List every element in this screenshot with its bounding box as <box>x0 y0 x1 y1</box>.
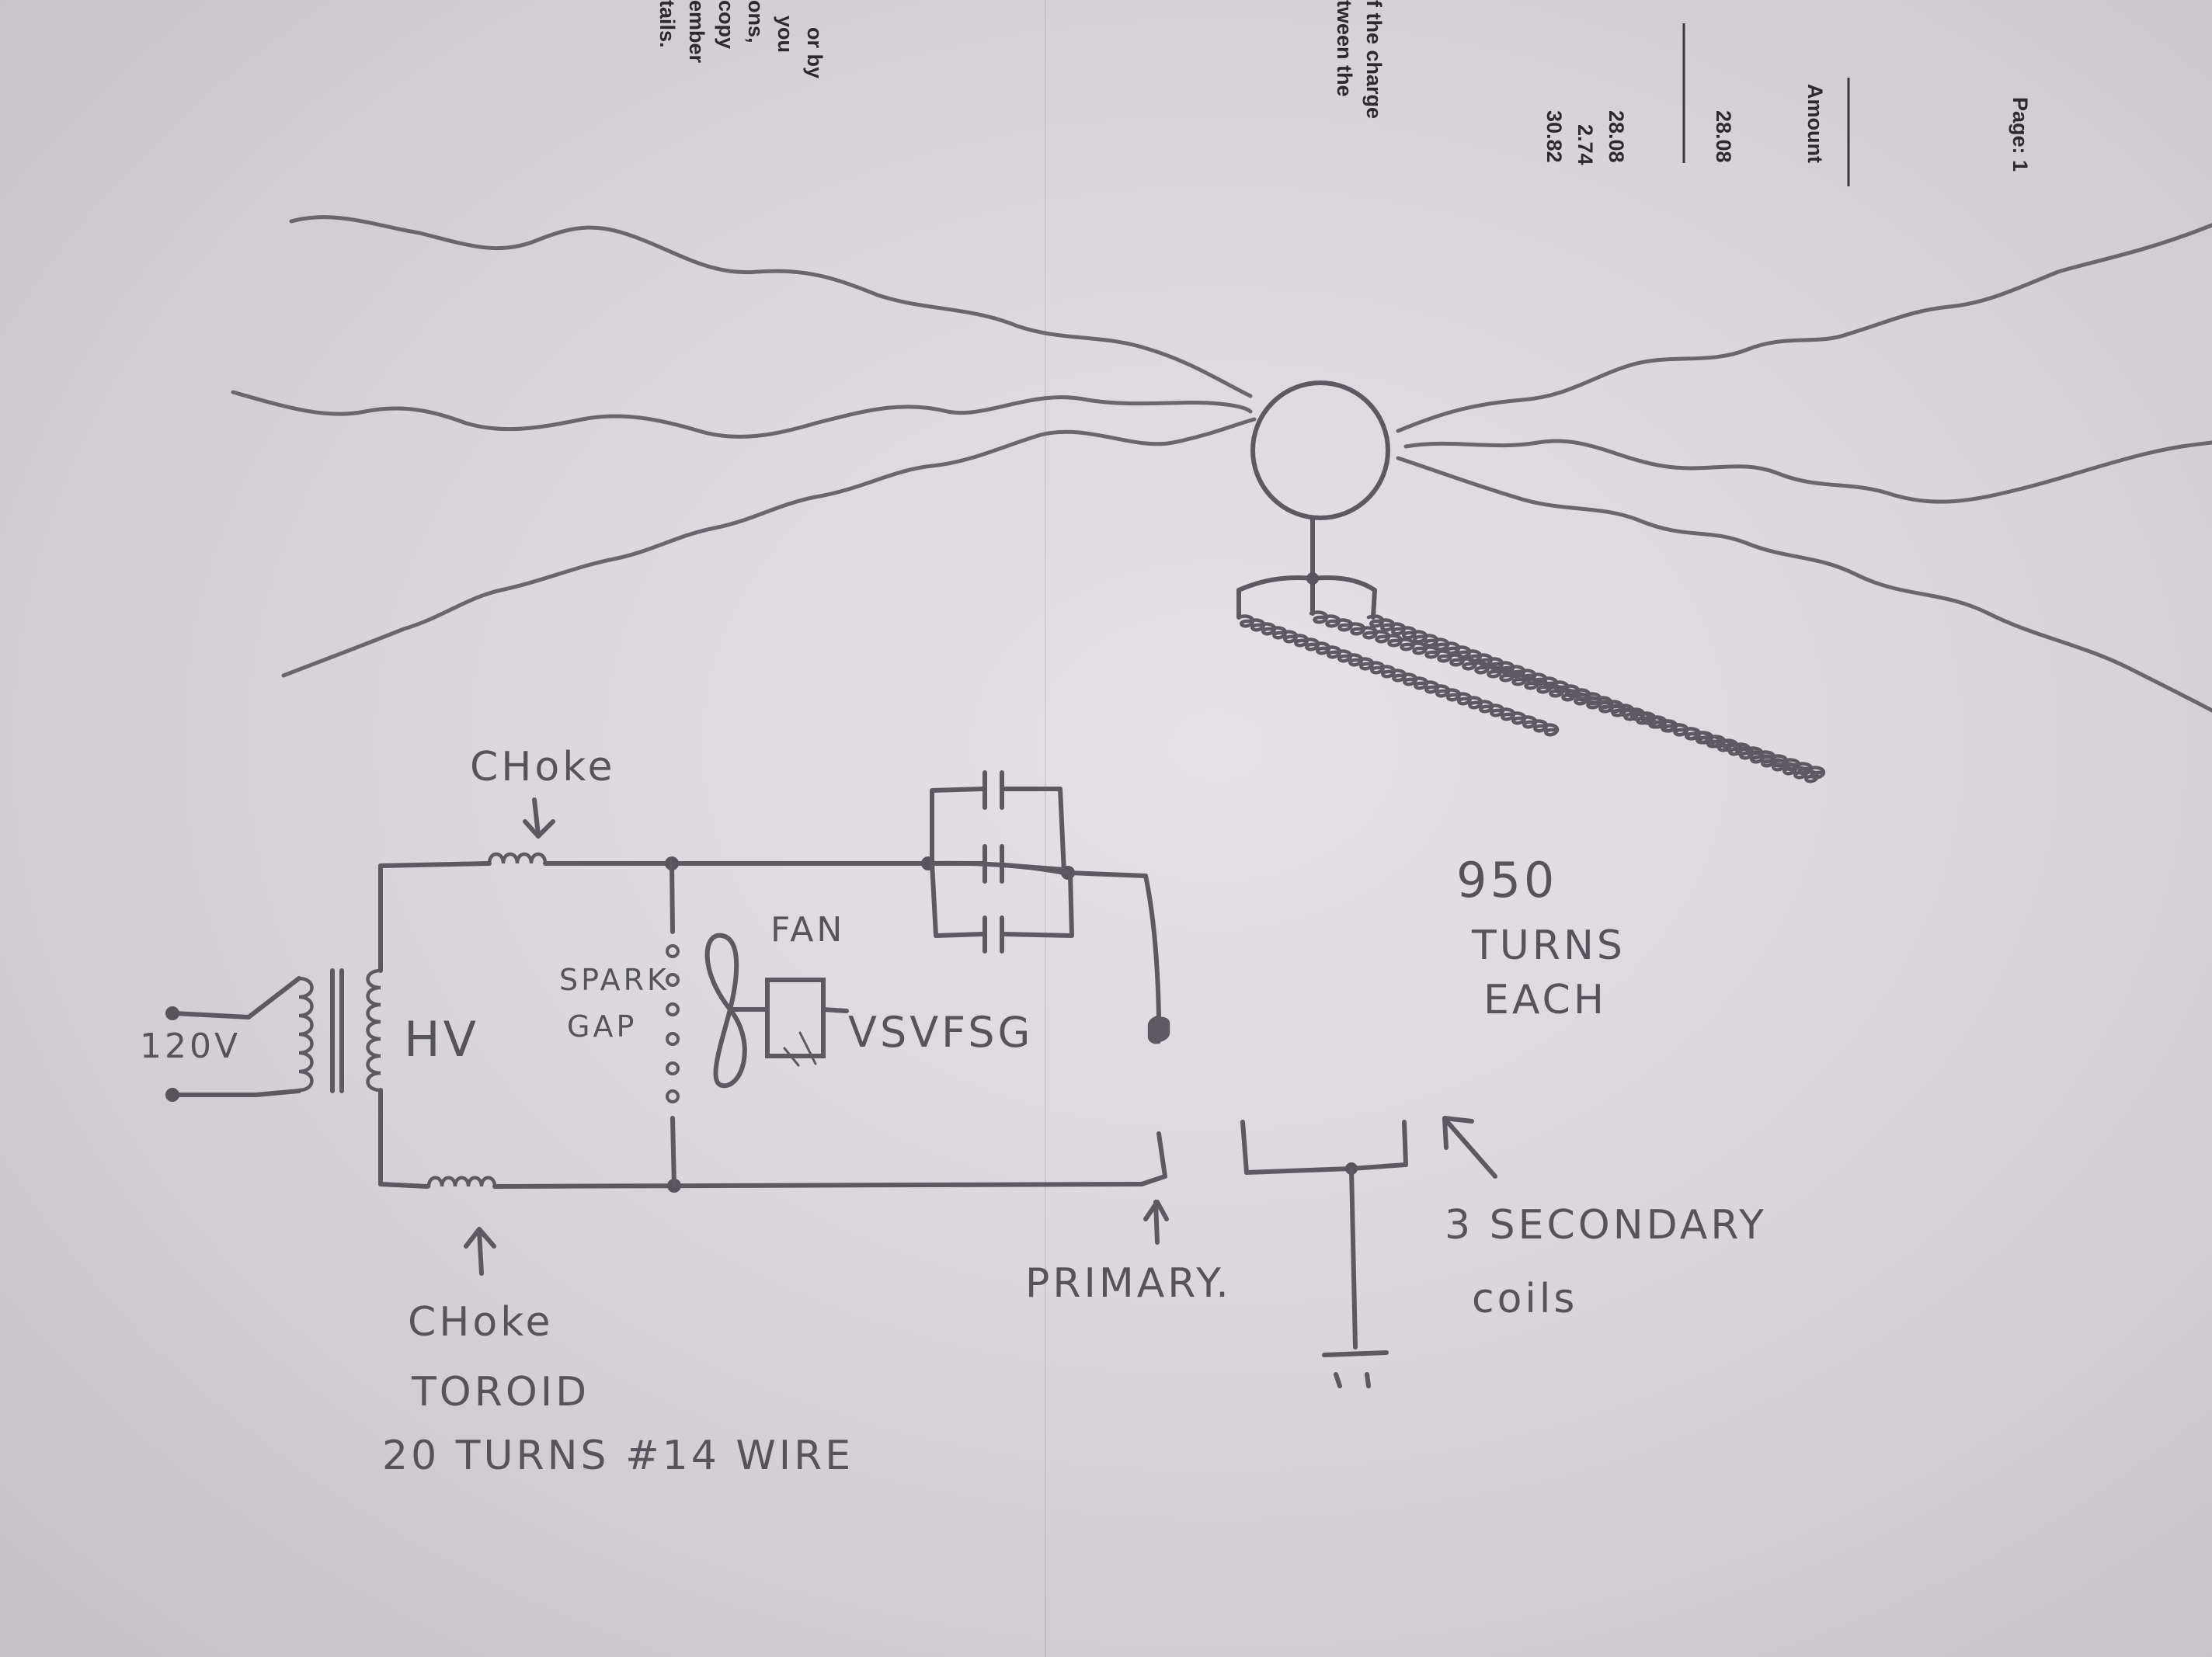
spark-gap <box>666 861 680 1188</box>
receipt-fragment: you <box>774 16 797 53</box>
spark-streamer <box>289 215 1253 398</box>
coil-lead <box>1402 1120 1408 1167</box>
capacitor-wire <box>1001 787 1066 875</box>
paper-fold-line <box>1045 0 1046 1657</box>
receipt-fragment: or by <box>803 27 826 78</box>
mains-lead <box>172 976 301 1020</box>
hv-transformer-primary <box>297 976 314 1093</box>
fan-motor-box <box>765 978 826 1058</box>
top-terminal <box>1236 380 1390 592</box>
label-primary: PRIMARY. <box>1025 1260 1232 1307</box>
label-choke-bottom: 20 TURNS #14 WIRE <box>382 1433 854 1479</box>
spark-gap-electrode <box>666 944 680 958</box>
fan-assembly <box>704 933 849 1089</box>
label-turns: EACH <box>1483 977 1607 1023</box>
ground-bar <box>1334 1372 1342 1388</box>
receipt-fragment: tween the <box>1333 0 1356 97</box>
spark-gap-lead <box>670 1116 676 1188</box>
spark-streamer <box>231 390 1253 439</box>
label-choke-bottom: TOROID <box>411 1369 590 1416</box>
receipt-fragment: tails. <box>656 0 679 48</box>
ground-symbol <box>1322 1166 1389 1388</box>
spark-gap-electrode <box>666 1089 680 1103</box>
receipt-total-line: 30.82 <box>1542 110 1566 163</box>
spark-gap-electrode <box>666 1061 680 1075</box>
hv-transformer-secondary <box>366 968 383 1093</box>
choke-top <box>487 852 548 866</box>
spark-streamers <box>231 215 2212 713</box>
spark-gap-electrode <box>666 1002 680 1016</box>
motor-lead <box>821 1007 849 1013</box>
label-input-voltage: 120V <box>140 1027 241 1066</box>
mains-lead <box>172 1089 301 1097</box>
receipt-page-label: Page: 1 <box>2009 97 2032 172</box>
label-hv-transformer: HV <box>404 1011 479 1068</box>
secondary-coil-right <box>1366 614 1820 783</box>
spark-gap-lead <box>670 861 675 934</box>
coil-lead <box>1240 1120 1249 1175</box>
capacitor-bank <box>930 770 1074 954</box>
label-motor: VSVFSG <box>848 1008 1033 1057</box>
label-fan: FAN <box>770 910 845 950</box>
spark-streamer <box>1396 456 2212 713</box>
choke-bottom <box>426 1176 497 1189</box>
ground-bar <box>1365 1372 1371 1388</box>
receipt-fragment: copy <box>715 0 738 49</box>
junction-dot <box>1306 572 1319 585</box>
capacitor-wire <box>930 787 985 866</box>
receipt-fragment: f the charge <box>1362 0 1386 119</box>
capacitor-wire <box>930 861 985 938</box>
receipt-fragment: ons, <box>744 0 767 43</box>
primary-lead <box>1066 870 1161 1020</box>
label-spark-gap: GAP <box>567 1009 637 1044</box>
label-secondary-coils: coils <box>1472 1276 1577 1322</box>
receipt-total-line: 2.74 <box>1574 124 1597 165</box>
capacitor-plate <box>983 915 1004 954</box>
coil-lead <box>1371 588 1377 620</box>
arrow-secondary <box>1442 1116 1497 1179</box>
receipt-total-line: 28.08 <box>1605 110 1628 163</box>
label-spark-gap: SPARK <box>559 963 670 997</box>
spark-streamer <box>1403 439 2212 504</box>
secondary-bottom-bus <box>1244 1162 1408 1175</box>
arrow-choke-bottom <box>464 1227 496 1276</box>
capacitor-wire <box>1001 871 1074 938</box>
ground-bar <box>1322 1350 1389 1357</box>
arrow-choke-top <box>523 797 555 839</box>
primary-coil <box>1147 1015 1170 1044</box>
label-choke-bottom: CHoke <box>408 1299 553 1346</box>
label-secondary-coils: 3 SECONDARY <box>1445 1202 1767 1249</box>
terminal-sphere <box>1250 380 1390 520</box>
receipt-row-amount: 28.08 <box>1712 110 1735 163</box>
bottom-rail <box>492 1182 1144 1189</box>
arrow-primary <box>1143 1200 1169 1245</box>
spark-streamer <box>1396 223 2212 433</box>
fan-sketch-mark <box>783 1031 817 1067</box>
secondary-coil-middle <box>1309 610 1826 780</box>
label-turns: TURNS <box>1471 922 1626 969</box>
primary-circuit <box>165 770 1497 1276</box>
receipt-column-header: Amount <box>1803 84 1827 163</box>
capacitor-wire <box>1001 863 1066 872</box>
spark-streamer <box>281 417 1257 678</box>
capacitor-plate <box>983 770 1004 810</box>
bottom-rail <box>378 1182 430 1189</box>
secondary-coils <box>1236 572 1826 1175</box>
ground-lead <box>1349 1166 1358 1350</box>
spark-gap-electrode <box>666 973 680 987</box>
receipt-fragment: ember <box>685 0 708 64</box>
primary-lead <box>1139 1131 1167 1186</box>
transformer-core <box>330 968 344 1093</box>
label-choke-top: CHoke <box>470 744 615 790</box>
secondary-coil-left <box>1236 614 1560 737</box>
label-turns: 950 <box>1456 852 1557 908</box>
mains-terminal <box>165 1088 179 1102</box>
handwritten-labels: CHoke 120V HV SPARK GAP FAN VSVFSG CHoke… <box>140 744 1767 1479</box>
receipt-printout: Page: 1 Amount 28.08 28.08 2.74 30.82 f … <box>656 0 2032 186</box>
mains-terminal <box>165 1006 179 1020</box>
top-rail <box>378 861 492 868</box>
spark-gap-electrode <box>666 1032 680 1046</box>
